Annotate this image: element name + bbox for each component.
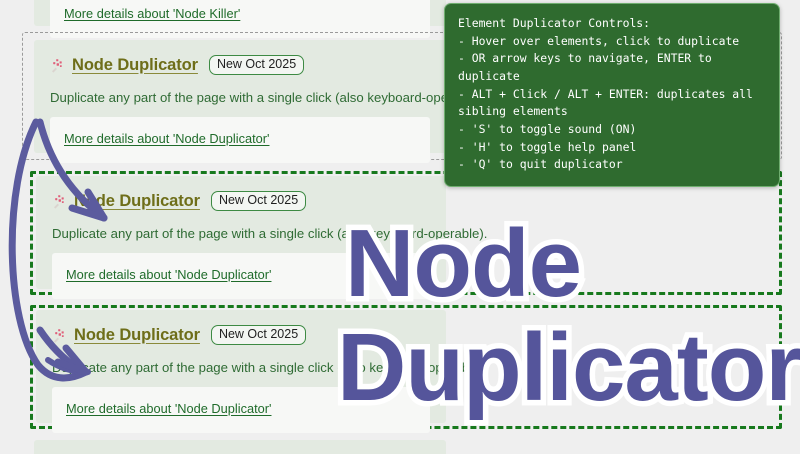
more-details-link[interactable]: More details about 'Node Duplicator' [64, 131, 270, 146]
partial-card-next[interactable] [34, 440, 446, 454]
partial-card-node-killer[interactable]: More details about 'Node Killer' [34, 0, 446, 38]
card-description: Duplicate any part of the page with a si… [52, 226, 488, 241]
help-line-2: - ALT + Click / ALT + ENTER: duplicates … [458, 86, 753, 119]
feature-card-node-duplicator-2[interactable]: Node Duplicator New Oct 2025 Duplicate a… [36, 176, 488, 299]
page-left-gutter [0, 0, 22, 454]
help-panel[interactable]: Element Duplicator Controls: - Hover ove… [444, 3, 780, 188]
card-title: Node Duplicator [72, 55, 198, 74]
feature-card-node-duplicator-1[interactable]: Node Duplicator New Oct 2025 Duplicate a… [34, 40, 486, 163]
help-line-5: - 'Q' to quit duplicator [458, 157, 623, 172]
card-title: Node Duplicator [74, 191, 200, 210]
help-line-0: - Hover over elements, click to duplicat… [458, 33, 740, 48]
card-description: Duplicate any part of the page with a si… [52, 360, 488, 375]
help-line-1: - OR arrow keys to navigate, ENTER to du… [458, 51, 712, 84]
more-details-link[interactable]: More details about 'Node Duplicator' [66, 267, 272, 282]
card-title: Node Duplicator [74, 325, 200, 344]
link-box[interactable]: More details about 'Node Killer' [50, 0, 430, 38]
link-box[interactable]: More details about 'Node Duplicator' [50, 117, 430, 163]
new-badge: New Oct 2025 [210, 324, 307, 346]
more-details-link[interactable]: More details about 'Node Killer' [64, 6, 241, 21]
new-badge: New Oct 2025 [210, 190, 307, 212]
link-box[interactable]: More details about 'Node Duplicator' [52, 253, 430, 299]
help-panel-title: Element Duplicator Controls: [458, 16, 651, 30]
sparkle-icon [52, 194, 67, 209]
sparkle-icon [50, 58, 65, 73]
feature-card-node-duplicator-3[interactable]: Node Duplicator New Oct 2025 Duplicate a… [36, 310, 488, 433]
help-line-4: - 'H' to toggle help panel [458, 139, 637, 154]
card-header: Node Duplicator New Oct 2025 [50, 54, 430, 76]
link-box[interactable]: More details about 'Node Duplicator' [52, 387, 430, 433]
card-description: Duplicate any part of the page with a si… [50, 90, 486, 105]
help-line-3: - 'S' to toggle sound (ON) [458, 122, 637, 137]
card-header: Node Duplicator New Oct 2025 [52, 324, 430, 346]
sparkle-icon [52, 328, 67, 343]
card-header: Node Duplicator New Oct 2025 [52, 190, 430, 212]
new-badge: New Oct 2025 [208, 54, 305, 76]
more-details-link[interactable]: More details about 'Node Duplicator' [66, 401, 272, 416]
